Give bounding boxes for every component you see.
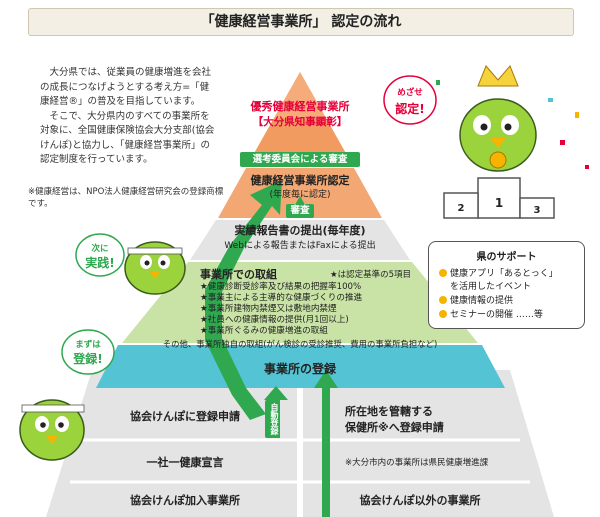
intro-text: 大分県では、従業員の健康増進を会社の成長につなげようとする考え方=「健康経営®」… (40, 66, 218, 168)
progress-arrow (205, 180, 282, 420)
intro-paragraph-2: そこで、大分県内のすべての事業所を対象に、全国健康保険協会大分支部(協会けんぽ)… (40, 110, 215, 166)
bubble-register-text: 登録! (73, 352, 103, 366)
podium-2: 2 (457, 203, 465, 214)
bubble-next: 次に (91, 244, 109, 254)
health-center-line2: 保健所※へ登録申請 (345, 421, 444, 434)
efforts-title: 事業所での取組 (200, 268, 277, 281)
support-item: を活用したイベント (450, 282, 532, 292)
mascot-middle (124, 241, 186, 295)
kyokai-member: 協会けんぽ加入事業所 (130, 494, 240, 507)
podium-first (477, 177, 521, 219)
trademark-note: ※健康経営は、NPO法人健康経営研究会の登録商標です。 (28, 187, 224, 209)
podium-second (443, 192, 479, 219)
other-member: 協会けんぽ以外の事業所 (359, 494, 481, 507)
excellent-subtitle: 【大分県知事顕彰】 (252, 116, 348, 128)
bullet-icon (439, 296, 447, 304)
page-title: 「健康経営事業所」 認定の流れ (28, 8, 574, 36)
certified-title: 健康経営事業所認定 (250, 174, 350, 187)
efforts-item: ★事業所ぐるみの健康増進の取組 (200, 326, 328, 336)
excellent-title: 優秀健康経営事業所 (250, 100, 350, 113)
intro-paragraph-1: 大分県では、従業員の健康増進を会社の成長につなげようとする考え方=「健康経営®」… (40, 67, 212, 107)
efforts-item: ★事業所建物内禁煙又は敷地内禁煙 (200, 304, 337, 314)
bubble-certified (383, 75, 437, 125)
support-item: 健康情報の提供 (439, 293, 513, 306)
auto-register-badge: 自動登録 (265, 400, 279, 438)
support-title: 県のサポート (476, 252, 537, 263)
support-box: 県のサポート 健康アプリ「あるとっく」 を活用したイベント 健康情報の提供 セミ… (428, 241, 585, 329)
bubble-practice (75, 233, 125, 277)
bullet-icon (439, 269, 447, 277)
review-badge: 審査 (286, 204, 314, 218)
bubble-practice-text: 実践! (85, 256, 115, 270)
podium-third (519, 197, 555, 219)
mascot-bottom (19, 399, 85, 461)
health-center-line1: 所在地を管轄する (345, 405, 433, 418)
support-item: セミナーの開催 ……等 (439, 307, 543, 320)
certified-band (218, 168, 382, 218)
report-title: 実績報告書の提出(毎年度) (234, 224, 366, 237)
efforts-item: ★事業主による主導的な健康づくりの推進 (200, 293, 363, 303)
efforts-other: その他、事業所独自の取組(がん検診の受診推奨、費用の事業所負担など) (162, 339, 438, 349)
bullet-icon (439, 310, 447, 318)
podium-1: 1 (494, 196, 504, 210)
support-item: 健康アプリ「あるとっく」 (439, 266, 558, 279)
efforts-item: ★健康診断受診率及び結果の把握率100% (200, 282, 362, 292)
review-committee-badge: 選考委員会による審査 (240, 152, 360, 167)
certified-sub: (年度毎に認定) (269, 190, 331, 200)
efforts-note: ★は認定基準の5項目 (330, 270, 412, 280)
health-center-note: ※大分市内の事業所は県民健康増進課 (345, 458, 489, 468)
kyokai-apply: 協会けんぽに登録申請 (130, 410, 240, 423)
registration-title: 事業所の登録 (263, 362, 336, 376)
bubble-certified-text: 認定! (395, 102, 425, 116)
efforts-list: ★健康診断受診率及び結果の把握率100% ★事業主による主導的な健康づくりの推進… (200, 282, 420, 337)
bubble-congrats: めざせ (397, 88, 423, 98)
podium-3: 3 (533, 205, 541, 216)
report-sub: Webによる報告またはFaxによる提出 (224, 241, 376, 251)
registration-band (96, 345, 505, 388)
bubble-first: まずは (75, 340, 101, 350)
right-up-arrow (314, 370, 338, 517)
efforts-item: ★社員への健康情報の提供(月1回以上) (200, 315, 349, 325)
bubble-register (61, 329, 115, 375)
declaration: 一社一健康宣言 (146, 456, 224, 469)
crown-icon (477, 65, 519, 87)
